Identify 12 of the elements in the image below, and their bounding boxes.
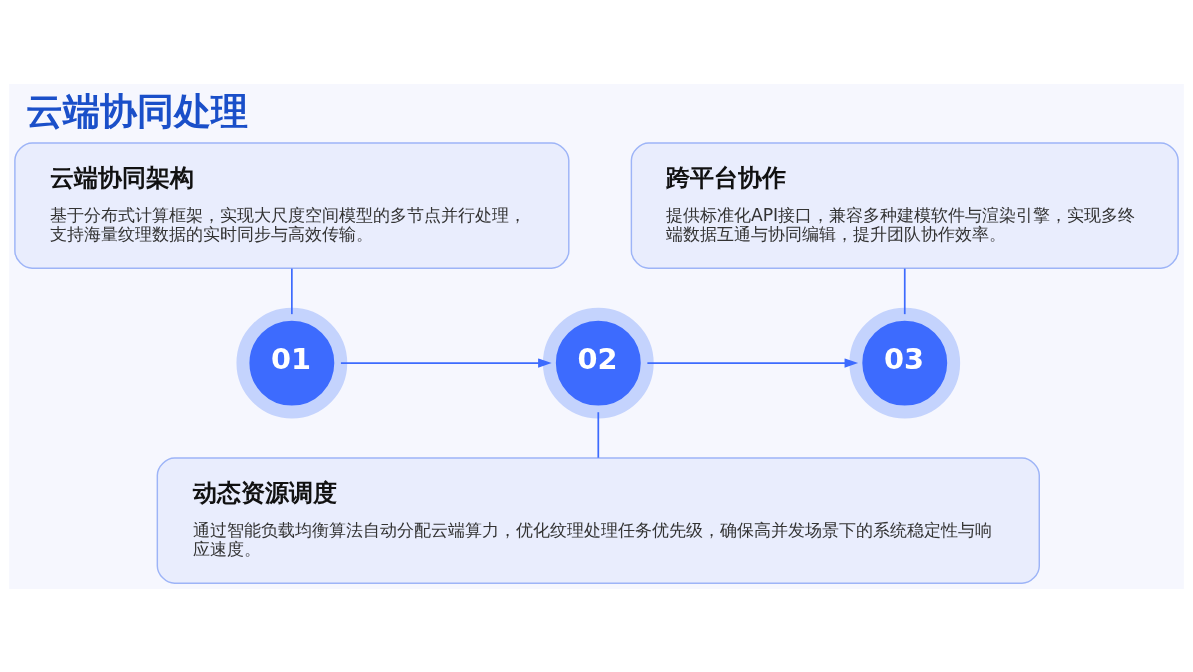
connector <box>291 267 293 315</box>
node-circle: 01 <box>236 307 348 418</box>
arrow <box>646 357 859 368</box>
node-box: 跨平台协作 提供标准化API接口，兼容多种建模软件与渲染引擎，实现多终端数据互通与协同编辑，提升团队协作效率。 <box>630 141 1179 269</box>
node-circle: 02 <box>542 307 654 418</box>
node-box: 动态资源调度 通过智能负载均衡算法自动分配云端算力，优化纹理处理任务优先级，确保高并发场景下的系统稳定性与响应速度。 <box>156 456 1040 584</box>
arrow <box>340 357 552 368</box>
node-box: 云端协同架构 基于分布式计算框架，实现大尺度空间模型的多节点并行处理，支持海量纹理数据的实时同步与高效传输。 <box>14 141 570 269</box>
diagram-title: 云端协同处理 <box>26 88 249 133</box>
connector <box>597 410 600 459</box>
connector <box>903 267 906 315</box>
node-circle: 03 <box>849 307 961 418</box>
